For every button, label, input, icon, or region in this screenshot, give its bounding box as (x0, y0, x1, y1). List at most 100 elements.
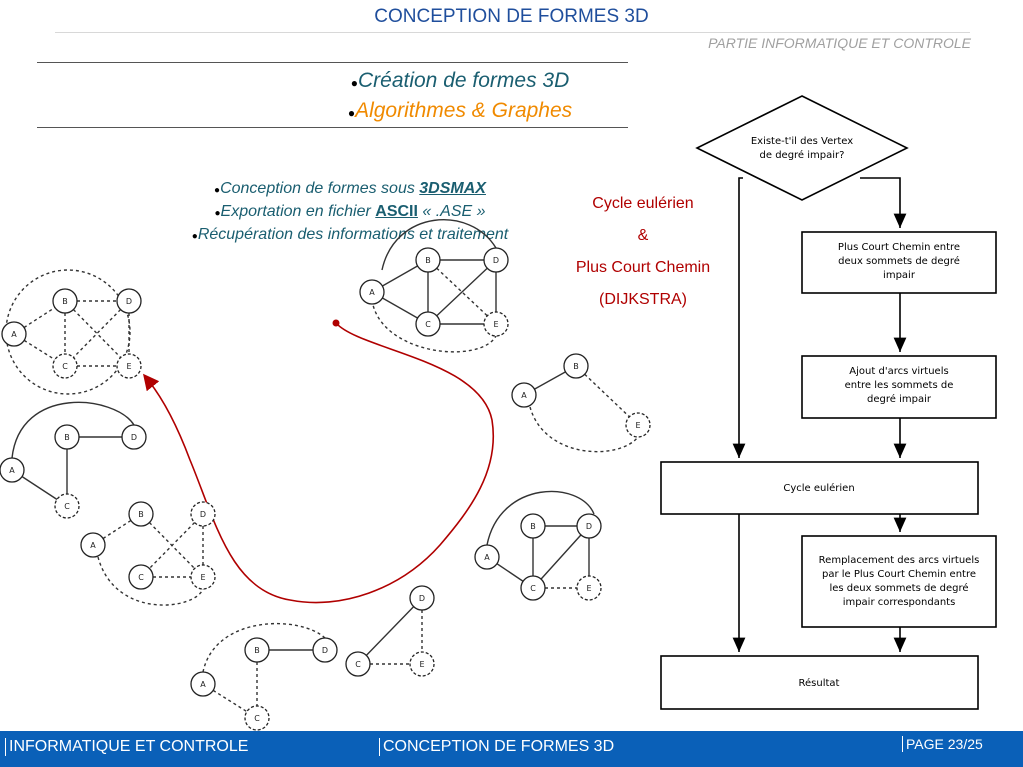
step-virtual-arcs-box (801, 355, 997, 419)
graph-node-label: E (200, 573, 205, 582)
graph-node-d (483, 247, 509, 273)
graph-node-label: A (200, 680, 206, 689)
transformation-arrow (143, 322, 494, 604)
graph6-arc (486, 490, 595, 546)
graph-node-label: E (586, 584, 591, 593)
step2-text-3: degré impair (867, 393, 932, 405)
footer-left: INFORMATIQUE ET CONTROLE (5, 738, 248, 756)
bullet-algorithms: ●Algorithmes & Graphes (347, 99, 573, 122)
graph-node-a (474, 544, 500, 570)
graph-edge (427, 259, 497, 325)
main-bullets: ●Création de formes 3D ●Algorithmes & Gr… (240, 67, 680, 127)
graph-node-d (116, 288, 142, 314)
bullets-top-rule (37, 62, 628, 63)
step5-text: Résultat (799, 677, 840, 689)
graph-node-b (563, 353, 589, 379)
graph-node-label: A (521, 391, 527, 400)
graph-node-d (312, 637, 338, 663)
graph-edge (575, 365, 639, 426)
graph-node-label: B (425, 256, 431, 265)
graph-node-label: D (419, 594, 425, 603)
graph-edge (357, 597, 423, 665)
graph7-dashed-arc (202, 623, 326, 673)
graph-node-label: A (11, 330, 17, 339)
graph-node-b (415, 247, 441, 273)
bullets-bottom-rule (37, 127, 628, 128)
title-divider (55, 32, 970, 33)
graph-node-label: B (573, 362, 579, 371)
page-title: CONCEPTION DE FORMES 3D (374, 6, 649, 27)
graph-node-label: C (254, 714, 260, 723)
algorithm-label: Cycle eulérien & Plus Court Chemin (DIJK… (548, 188, 738, 316)
graph-node-e (576, 575, 602, 601)
decision-text-2: de degré impair? (760, 149, 845, 161)
algo-line-dijkstra: (DIJKSTRA) (599, 291, 687, 308)
algo-line-shortest-path: Plus Court Chemin (575, 259, 711, 276)
algo-line-and: & (637, 227, 649, 244)
step3-text: Cycle eulérien (783, 482, 854, 494)
graph-node-e (190, 564, 216, 590)
graph-node-e (483, 311, 509, 337)
graph-node-label: D (200, 510, 206, 519)
graph-node-label: B (138, 510, 144, 519)
step4-text-3: les deux sommets de degré (829, 582, 968, 594)
sub-bullet-3dsmax: ●Conception de formes sous 3DSMAX (214, 180, 486, 197)
footer-bar: INFORMATIQUE ET CONTROLE CONCEPTION DE F… (0, 731, 1023, 767)
arrow-yes (860, 177, 907, 228)
graph-edge (140, 513, 204, 578)
graph3-dashed-arc (371, 299, 497, 353)
algo-line-cycle: Cycle eulérien (592, 195, 694, 212)
graph-node-c (345, 651, 371, 677)
graph-node-label: D (586, 522, 592, 531)
graph-node-label: E (419, 660, 424, 669)
graph-node-d (409, 585, 435, 611)
graph-node-label: D (322, 646, 328, 655)
graph-node-label: D (493, 256, 499, 265)
step-replacement-box (801, 535, 997, 628)
graph-node-label: D (131, 433, 137, 442)
graph-node-label: E (126, 362, 131, 371)
graph-edge (532, 525, 590, 589)
graph-node-label: A (90, 541, 96, 550)
sub-bullet-ascii: ●Exportation en fichier ASCII « .ASE » (214, 203, 486, 220)
arrow-no (732, 177, 746, 458)
graph-node-a (0, 457, 25, 483)
graph-node-e (625, 412, 651, 438)
graph-node-c (520, 575, 546, 601)
graph-node-label: C (138, 573, 144, 582)
graph-node-b (244, 637, 270, 663)
graph-node-a (190, 671, 216, 697)
graph-node-a (511, 382, 537, 408)
sub-bullets: ●Conception de formes sous 3DSMAX ●Expor… (150, 178, 550, 247)
graph-node-label: A (9, 466, 15, 475)
graph-node-label: C (62, 362, 68, 371)
step4-text-4: impair correspondants (843, 597, 956, 608)
sub-bullet-recuperation: ●Récupération des informations et traite… (191, 226, 509, 243)
graph-node-b (52, 288, 78, 314)
step1-text-1: Plus Court Chemin entre (838, 242, 960, 253)
step1-text-2: deux sommets de degré (838, 255, 960, 267)
graph-node-a (1, 321, 27, 347)
graph-node-label: C (64, 502, 70, 511)
decision-text-1: Existe-t'il des Vertex (751, 136, 853, 147)
step-result-box (660, 655, 979, 710)
footer-page-number: PAGE 23/25 (902, 736, 983, 752)
graph-node-e (409, 651, 435, 677)
graph-node-c (244, 705, 270, 731)
step-euler-cycle-box (660, 461, 979, 515)
graph-node-d (576, 513, 602, 539)
graph-node-label: A (369, 288, 375, 297)
step-shortest-path-box (801, 231, 997, 294)
graph-node-label: E (493, 320, 498, 329)
graph-node-e (116, 353, 142, 379)
graph-node-label: A (484, 553, 490, 562)
graph-edge (202, 683, 258, 719)
graph-node-a (80, 532, 106, 558)
graph-node-label: B (530, 522, 536, 531)
graph-node-label: C (355, 660, 361, 669)
graph3-arc (381, 219, 497, 271)
step1-text-3: impair (883, 270, 916, 281)
graph-node-label: B (64, 433, 70, 442)
graph-node-label: D (126, 297, 132, 306)
